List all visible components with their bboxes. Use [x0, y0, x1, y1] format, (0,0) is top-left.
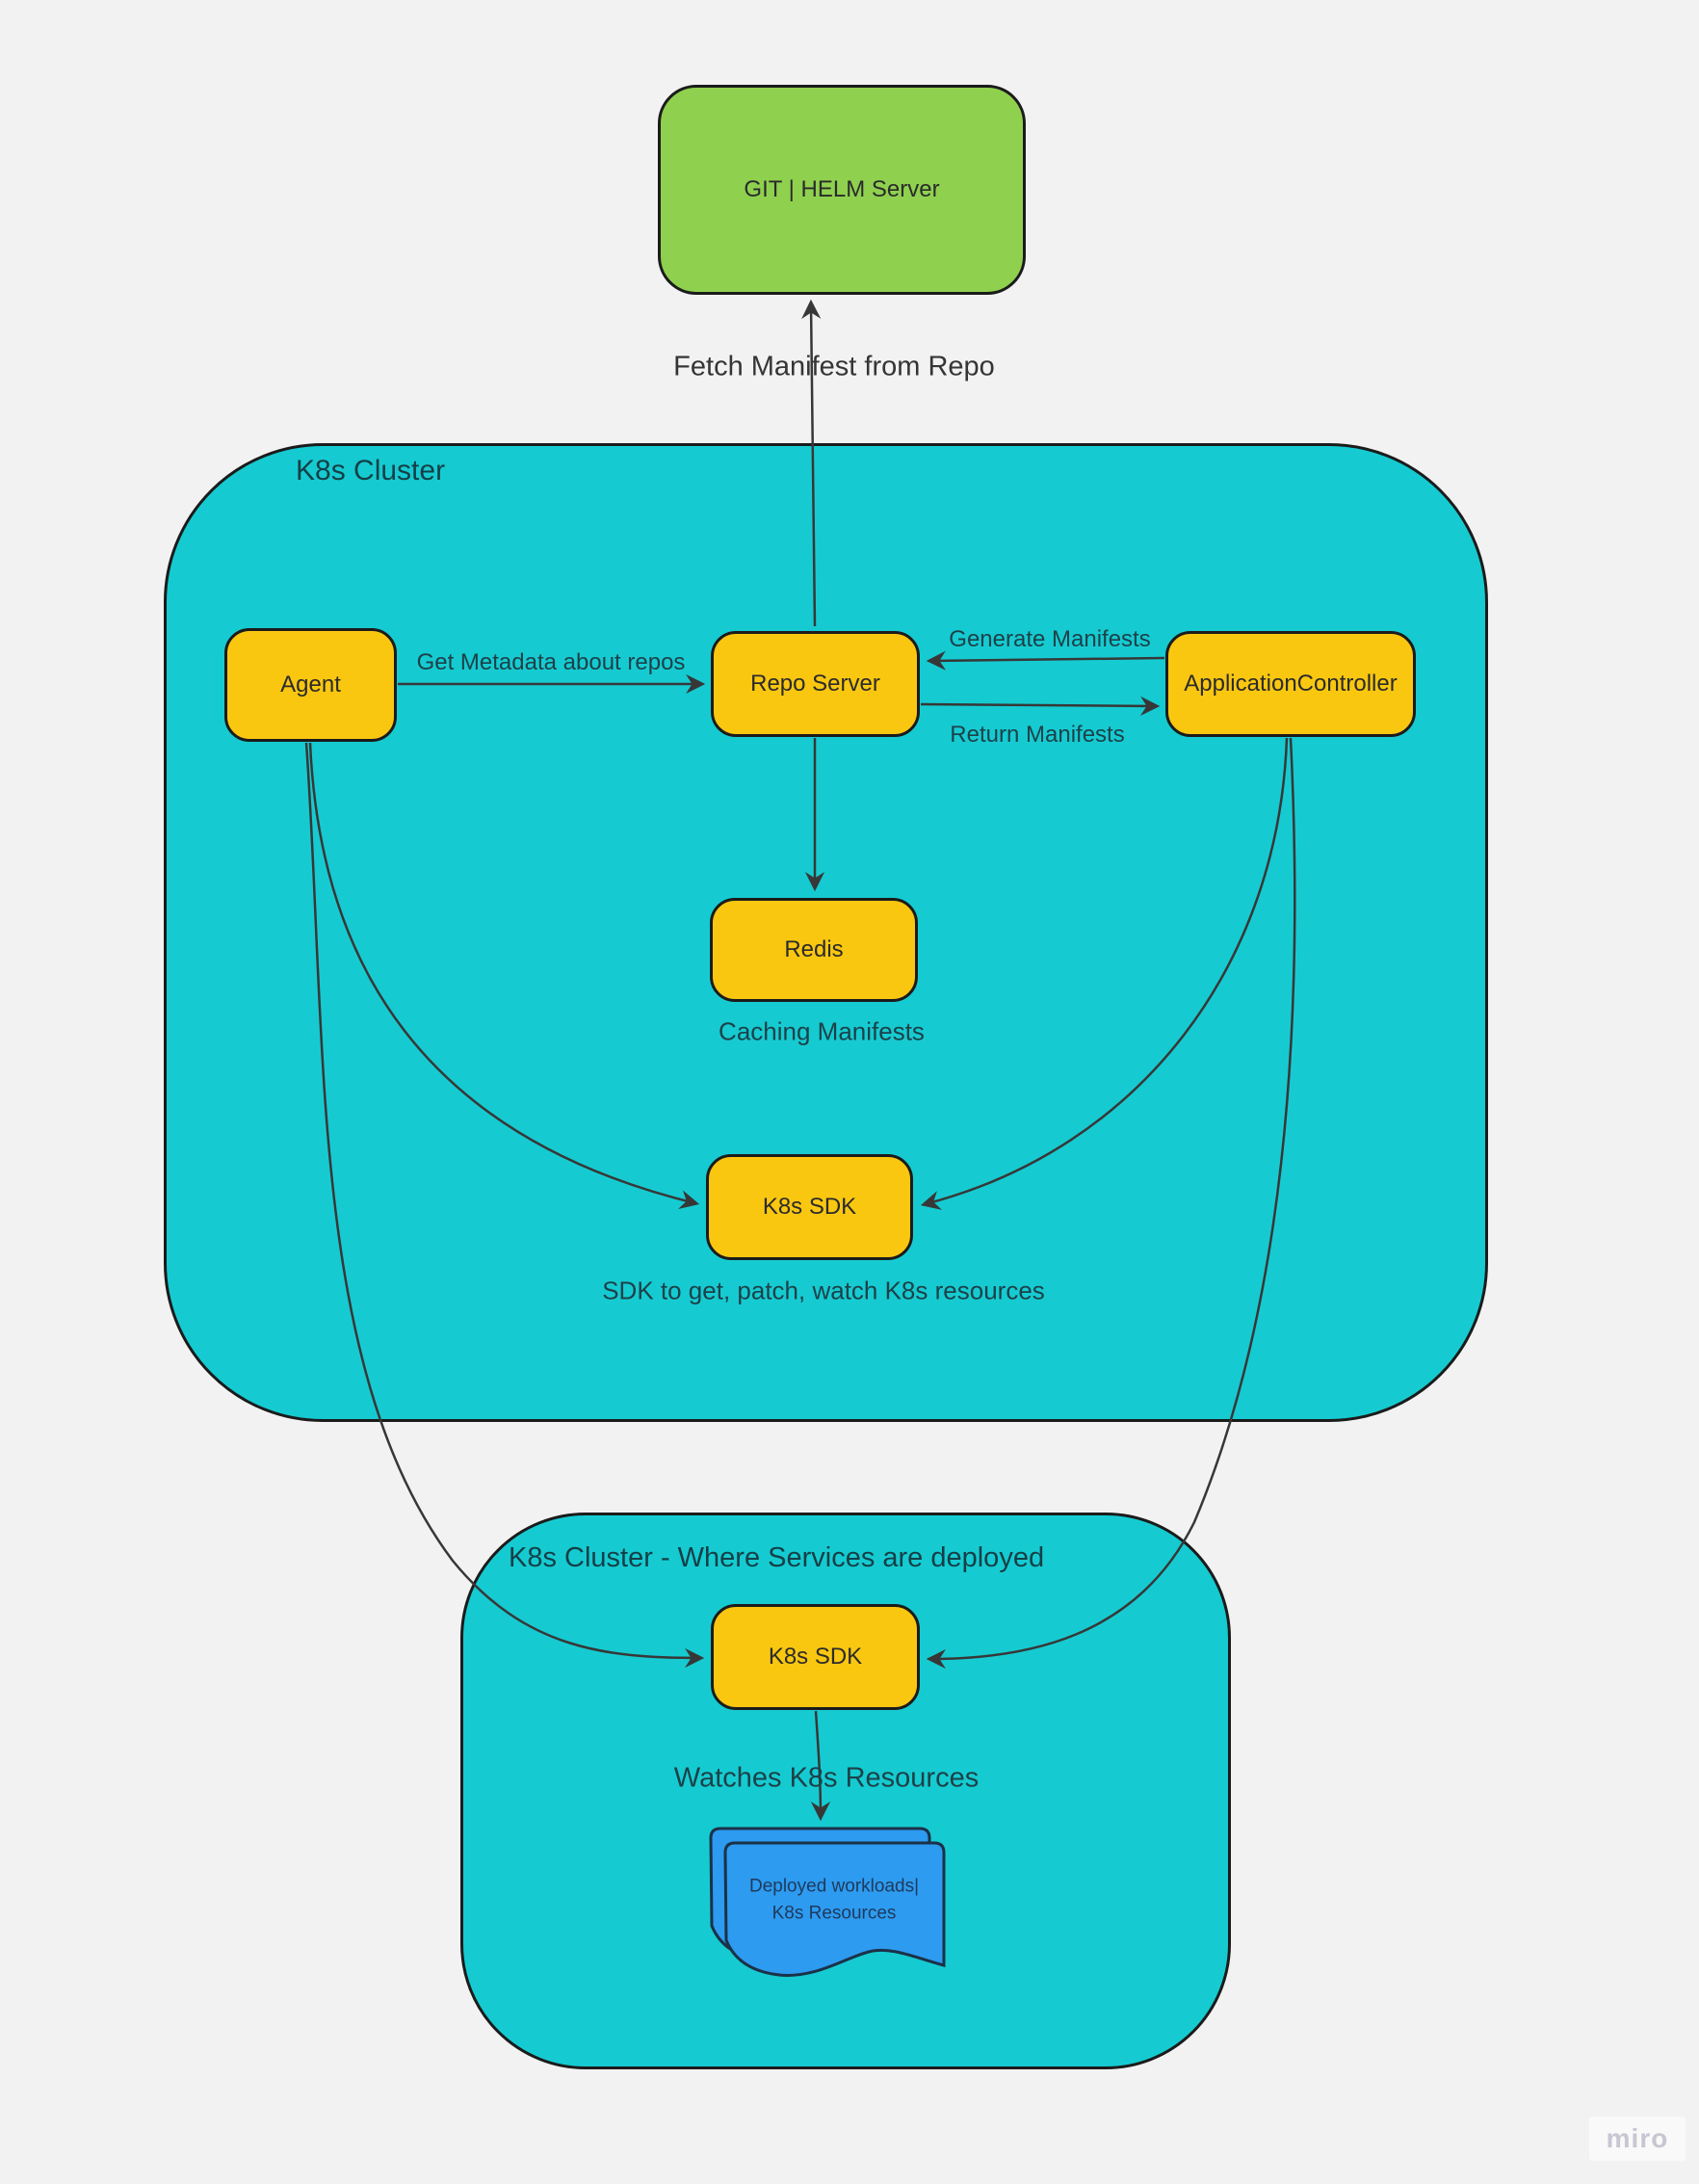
label-generate-manifests[interactable]: Generate Manifests	[949, 626, 1151, 652]
connector-repo-to-git[interactable]	[801, 299, 822, 627]
node-redis[interactable]: Redis	[710, 898, 918, 1002]
workloads-doc-label-line2: K8s Resources	[771, 1903, 897, 1923]
node-application-controller-label: ApplicationController	[1184, 671, 1398, 697]
label-sdk-caption[interactable]: SDK to get, patch, watch K8s resources	[602, 1276, 1045, 1305]
label-watches-resources[interactable]: Watches K8s Resources	[673, 1762, 980, 1794]
connector-appctl-to-repo-generate[interactable]	[926, 650, 1165, 671]
node-repo-server[interactable]: Repo Server	[711, 631, 920, 737]
label-get-metadata[interactable]: Get Metadata about repos	[416, 649, 686, 675]
connector-appctl-to-sdk-deploy[interactable]	[926, 737, 1296, 1670]
node-agent-label: Agent	[280, 671, 341, 697]
node-agent[interactable]: Agent	[224, 628, 397, 742]
miro-watermark-text: miro	[1606, 2123, 1669, 2153]
workloads-doc-label: Deployed workloads| K8s Resources	[749, 1873, 919, 1926]
workloads-doc-label-line1: Deployed workloads|	[748, 1876, 920, 1897]
node-application-controller[interactable]: ApplicationController	[1165, 631, 1416, 737]
node-k8s-sdk-deploy-label: K8s SDK	[768, 1644, 863, 1670]
node-k8s-sdk-deploy[interactable]: K8s SDK	[711, 1604, 920, 1710]
miro-watermark: miro	[1589, 2117, 1686, 2161]
label-caching-manifests[interactable]: Caching Manifests	[719, 1016, 925, 1046]
node-repo-server-label: Repo Server	[750, 671, 880, 697]
node-git-helm-server[interactable]: GIT | HELM Server	[658, 85, 1026, 295]
node-redis-label: Redis	[784, 936, 844, 962]
connector-repo-to-appctl-return[interactable]	[920, 696, 1161, 716]
node-k8s-sdk-main[interactable]: K8s SDK	[706, 1154, 913, 1260]
cluster-k8s-deploy-title[interactable]: K8s Cluster - Where Services are deploye…	[509, 1542, 1045, 1573]
label-fetch-manifest[interactable]: Fetch Manifest from Repo	[673, 351, 995, 382]
connector-agent-to-sdk-deploy[interactable]	[304, 742, 705, 1669]
node-k8s-sdk-main-label: K8s SDK	[762, 1194, 857, 1220]
connector-sdk-deploy-to-workloads[interactable]	[810, 1710, 831, 1822]
label-return-manifests[interactable]: Return Manifests	[950, 722, 1125, 748]
cluster-k8s-main-title[interactable]: K8s Cluster	[296, 455, 446, 487]
workloads-doc-front-shape[interactable]	[723, 1841, 946, 1977]
connector-appctl-to-sdk-main[interactable]	[920, 737, 1289, 1210]
node-git-helm-server-label: GIT | HELM Server	[744, 176, 940, 202]
connector-agent-to-sdk-main[interactable]	[308, 742, 700, 1210]
